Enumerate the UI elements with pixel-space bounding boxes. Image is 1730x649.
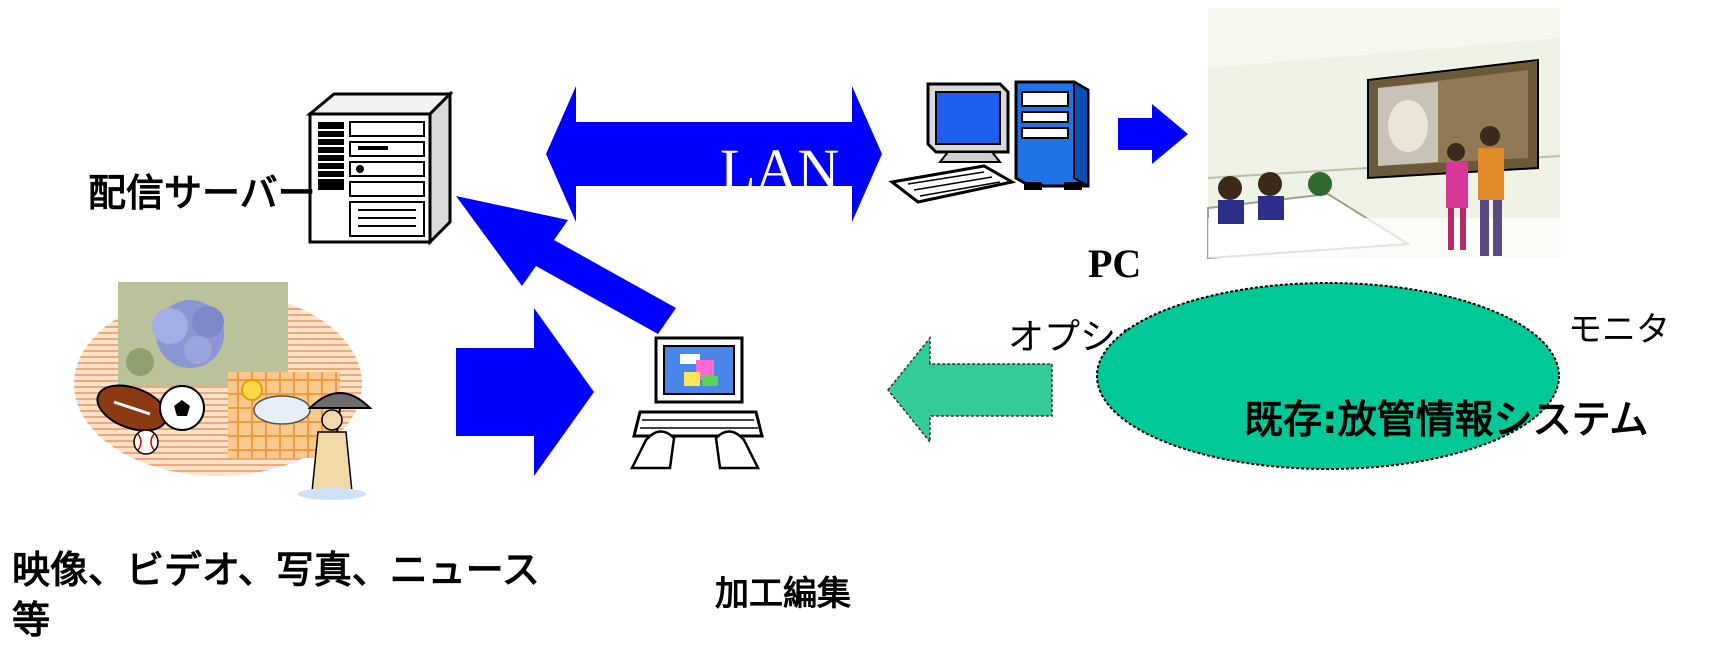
lan-double-arrow: [546, 86, 882, 222]
arrow-system-to-editing: [887, 335, 1053, 445]
pc-label: PC: [1088, 241, 1142, 286]
existing-system-label: 既存:放管情報システム: [1244, 398, 1649, 443]
arrow-pc-to-display: [1118, 104, 1188, 164]
desktop-pc-icon: [888, 80, 1090, 204]
sources-label: 映像、ビデオ、写真、ニュース等: [12, 548, 540, 642]
display-hall-illustration: [1207, 8, 1561, 260]
media-collage-icon: [74, 282, 373, 500]
lan-label: LAN: [720, 137, 840, 202]
arrow-editing-to-server: [456, 196, 676, 334]
display-caption-partial: モニタ: [1568, 310, 1670, 350]
server-tower-icon: [305, 90, 454, 246]
existing-system-ellipse: [1096, 282, 1560, 470]
laptop-keyboard-icon: [629, 336, 764, 470]
editing-label: 加工編集: [715, 574, 851, 614]
arrow-sources-to-editing: [456, 308, 594, 476]
server-label: 配信サーバー: [88, 171, 316, 215]
